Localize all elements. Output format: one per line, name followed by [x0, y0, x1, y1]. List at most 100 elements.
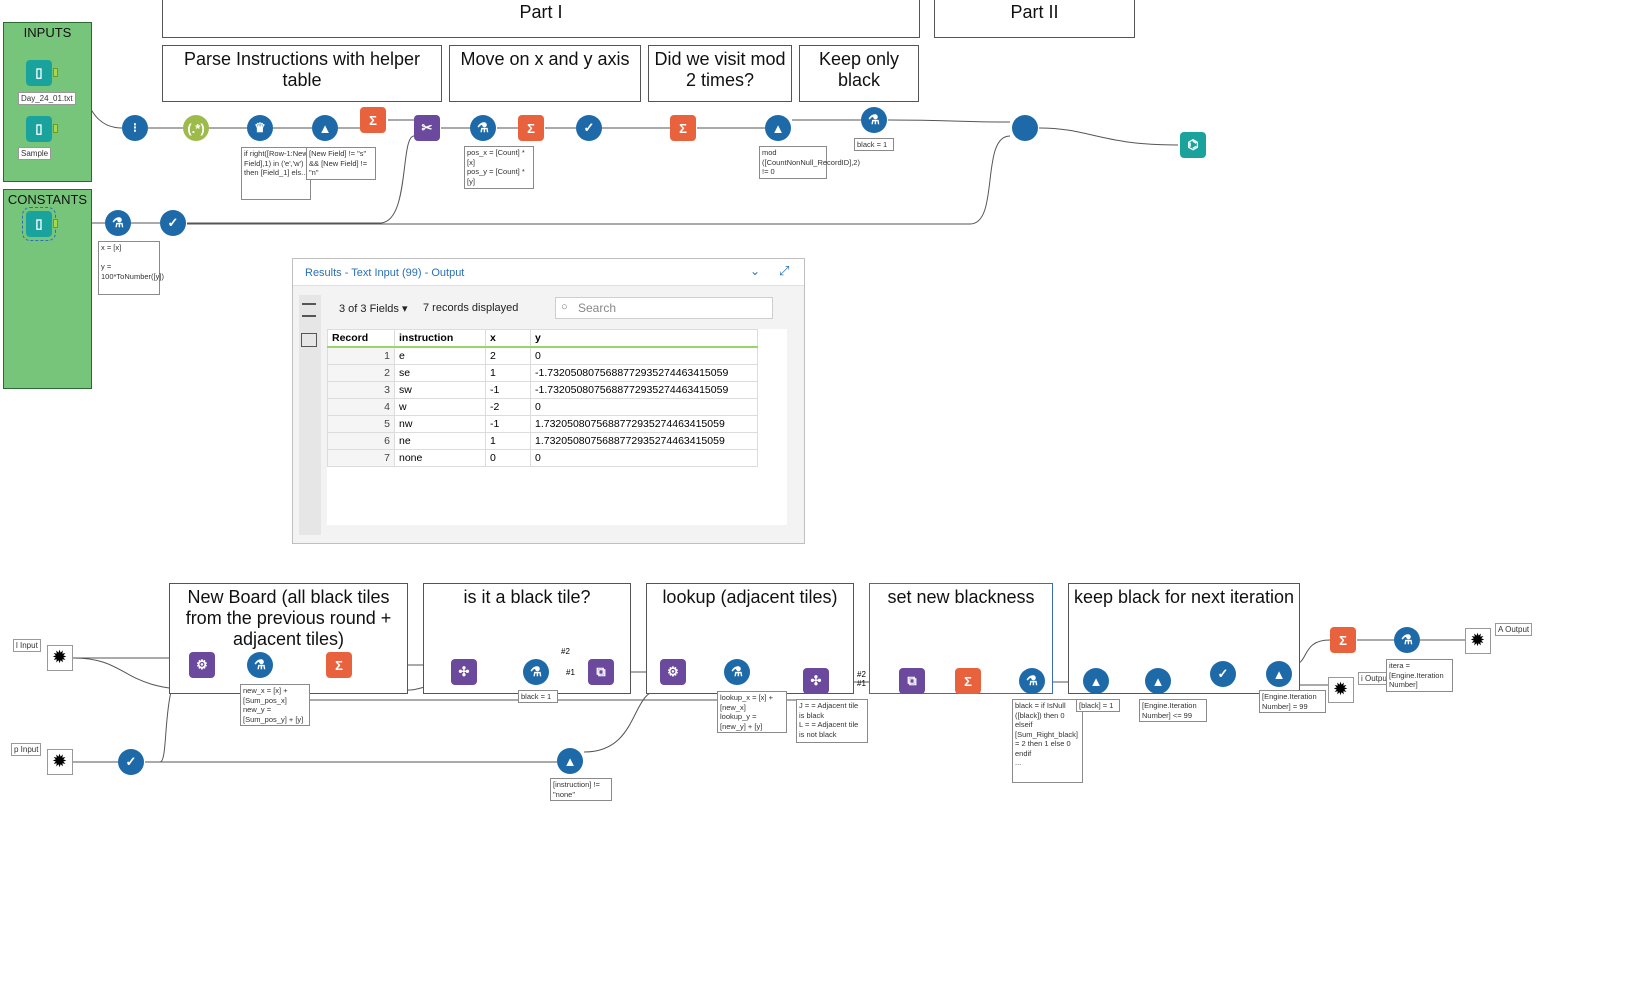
annotation-black-eq: [black] = 1 [1076, 699, 1120, 712]
flask-icon: ⚗ [477, 120, 489, 135]
multi-row-formula-tool[interactable]: ♛ [247, 115, 273, 141]
select-tool-3[interactable]: ✓ [118, 749, 144, 775]
cell-record: 6 [327, 432, 395, 450]
col-instruction[interactable]: instruction [394, 329, 486, 348]
macro-output-tool-2[interactable]: ✹ [1328, 677, 1354, 703]
output-anchor[interactable] [53, 68, 58, 77]
flask-icon: ⚗ [254, 657, 266, 672]
summarize-tool-5[interactable]: Σ [955, 668, 981, 694]
formula-tool-black-2[interactable]: ⚗ [523, 659, 549, 685]
col-x[interactable]: x [485, 329, 531, 348]
filter-tool-iter-eq[interactable]: ▲ [1266, 661, 1292, 687]
sigma-icon: Σ [679, 120, 687, 136]
regex-tool[interactable]: (.*) [183, 115, 209, 141]
summarize-tool-2[interactable]: Σ [518, 115, 544, 141]
output-anchor[interactable] [53, 219, 58, 228]
join-tool-3[interactable]: ✣ [803, 668, 829, 694]
search-field[interactable]: ○ Search [555, 297, 773, 319]
join-tool-2[interactable]: ✣ [451, 659, 477, 685]
cell-x: 2 [485, 346, 531, 365]
browse-tool[interactable]: ⌬ [1180, 132, 1206, 158]
formula-tool-xy[interactable]: ⚗ [105, 210, 131, 236]
annotation-multirow: if right([Row-1:New Field],1) in ('e','w… [241, 147, 311, 200]
record-id-tool[interactable]: ⁝ [122, 115, 148, 141]
input-data-day-tool[interactable]: ▯ [26, 60, 52, 86]
chevron-down-icon[interactable]: ⌄ [750, 264, 761, 278]
summarize-tool-3[interactable]: Σ [670, 115, 696, 141]
sigma-icon: Σ [527, 120, 535, 136]
search-icon: ○ [561, 301, 568, 313]
input-data-sample-tool[interactable]: ▯ [26, 116, 52, 142]
append-fields-tool[interactable]: ⚙ [189, 652, 215, 678]
table-view-icon[interactable] [302, 303, 316, 317]
annotation-mod: mod ([CountNonNull_RecordID],2) != 0 [759, 146, 860, 179]
filter-triangle-icon: ▲ [318, 120, 332, 136]
union-tool-1[interactable]: ⧉ [588, 659, 614, 685]
cell-instruction: se [394, 364, 486, 382]
filter-tool-ns[interactable]: ▲ [312, 115, 338, 141]
filter-triangle-icon: ▲ [1151, 673, 1165, 689]
gear-icon: ⚙ [196, 657, 208, 672]
summarize-tool-4[interactable]: Σ [326, 652, 352, 678]
union-tool-2[interactable]: ⧉ [899, 668, 925, 694]
output-anchor[interactable] [53, 124, 58, 133]
scrollbar-vertical[interactable] [783, 331, 793, 517]
macro-input-label-1: l Input [13, 639, 41, 652]
macro-output-tool-1[interactable]: ✹ [1465, 628, 1491, 654]
cell-instruction: sw [394, 381, 486, 399]
annotation-iter99: [Engine.Iteration Number] <= 99 [1139, 699, 1207, 722]
crown-icon: ♛ [254, 120, 266, 135]
record-view-icon[interactable] [301, 333, 317, 347]
cell-instruction: nw [394, 415, 486, 433]
filter-tool-iter99[interactable]: ▲ [1145, 668, 1171, 694]
formula-tool-newxy[interactable]: ⚗ [247, 652, 273, 678]
part1-header: Part I [162, 0, 920, 38]
filter-tool-black[interactable]: ▲ [1083, 668, 1109, 694]
formula-tool-black[interactable]: ⚗ [861, 107, 887, 133]
formula-tool-itera[interactable]: ⚗ [1394, 627, 1420, 653]
macro-input-tool-1[interactable]: ✹ [47, 645, 73, 671]
formula-tool-pos[interactable]: ⚗ [470, 115, 496, 141]
iterative-macro-tool[interactable] [1012, 115, 1038, 141]
join-tool-1[interactable]: ✂ [414, 115, 440, 141]
scrollbar-horizontal[interactable] [329, 522, 775, 532]
cell-x: 0 [485, 449, 531, 467]
col-record[interactable]: Record [327, 329, 395, 348]
cell-record: 1 [327, 346, 395, 365]
day-file-label: Day_24_01.txt [18, 92, 76, 105]
check-icon: ✓ [167, 215, 179, 230]
cell-record: 7 [327, 449, 395, 467]
select-tool-2[interactable]: ✓ [1210, 661, 1236, 687]
comment-new-board: New Board (all black tiles from the prev… [169, 583, 408, 694]
fields-selector[interactable]: 3 of 3 Fields ▾ [339, 302, 408, 315]
join-icon: ✣ [458, 664, 470, 679]
summarize-tool-6[interactable]: Σ [1330, 627, 1356, 653]
flask-icon: ⚗ [530, 664, 542, 679]
append-fields-tool-2[interactable]: ⚙ [660, 659, 686, 685]
formula-tool-blackness[interactable]: ⚗ [1019, 668, 1045, 694]
text-input-constants-tool[interactable]: ▯ [22, 207, 56, 241]
summarize-tool-1[interactable]: Σ [360, 107, 386, 133]
flask-icon: ⚗ [868, 112, 880, 127]
macro-icon [1012, 115, 1038, 141]
col-y[interactable]: y [530, 329, 758, 348]
flask-icon: ⚗ [112, 215, 124, 230]
select-tool-constants[interactable]: ✓ [160, 210, 186, 236]
select-tool-1[interactable]: ✓ [576, 115, 602, 141]
macro-input-tool-2[interactable]: ✹ [47, 749, 73, 775]
filter-tool-instruction[interactable]: ▲ [557, 748, 583, 774]
cell-y: 1.7320508075688772935274463415059 [530, 432, 758, 450]
expand-window-icon[interactable]: ⤢ [779, 263, 790, 278]
formula-tool-lookup[interactable]: ⚗ [724, 659, 750, 685]
cell-record: 3 [327, 381, 395, 399]
results-window[interactable]: Results - Text Input (99) - Output ⌄ ⤢ 3… [292, 258, 805, 544]
cell-record: 2 [327, 364, 395, 382]
filter-tool-mod[interactable]: ▲ [765, 115, 791, 141]
